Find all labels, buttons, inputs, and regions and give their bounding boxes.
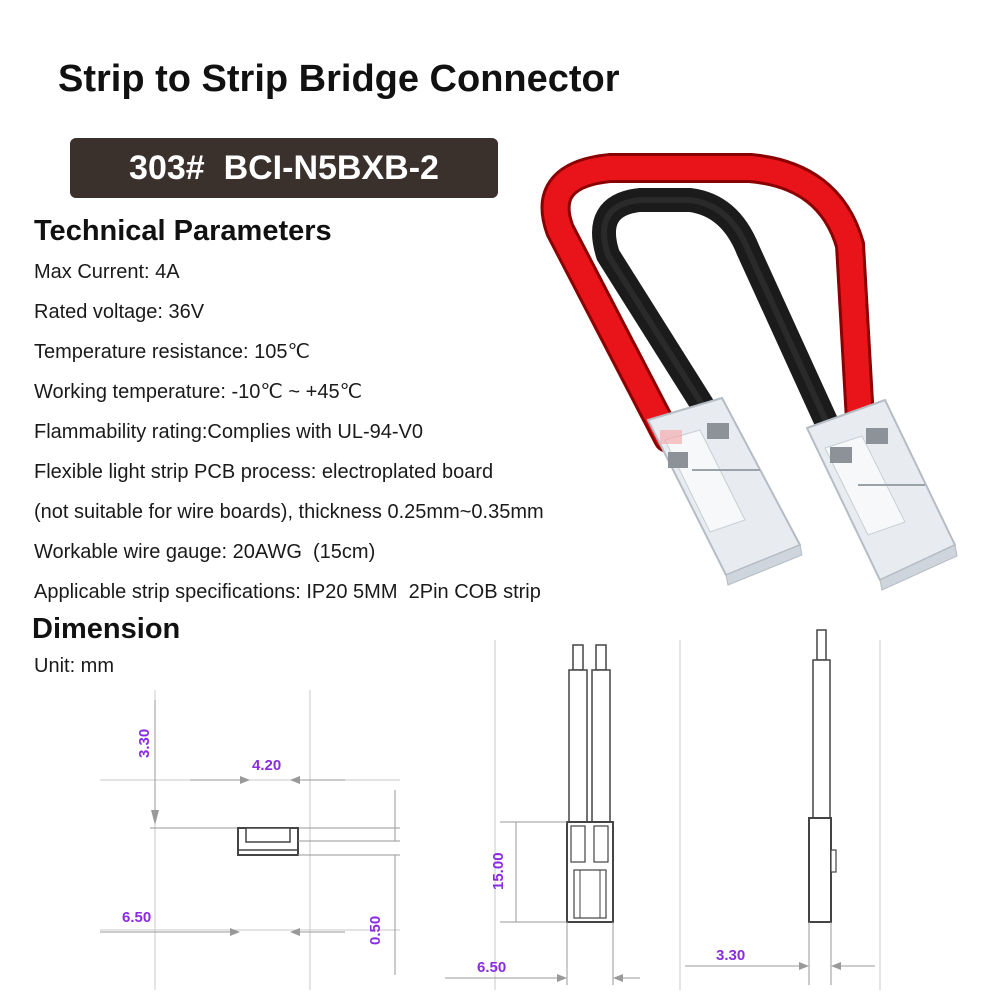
param-flammability: Flammability rating:Complies with UL-94-…: [34, 421, 424, 443]
model-badge: 303# BCI-N5BXB-2: [70, 138, 498, 198]
param-working-temperature: Working temperature: -10℃ ~ +45℃: [34, 381, 363, 403]
param-pcb-thickness: (not suitable for wire boards), thicknes…: [34, 501, 544, 523]
unit-label: Unit: mm: [34, 655, 114, 677]
dim-label-slot-width: 4.20: [252, 757, 281, 774]
parameters-list: Max Current: 4A Rated voltage: 36V Tempe…: [34, 252, 544, 612]
dim-label-front-width: 6.50: [477, 959, 506, 976]
construction-lines: [100, 640, 881, 990]
param-pcb-process: Flexible light strip PCB process: electr…: [34, 461, 494, 483]
dim-label-side-thickness: 3.30: [716, 947, 745, 964]
page-title: Strip to Strip Bridge Connector: [58, 58, 620, 100]
dimension-heading: Dimension: [32, 613, 181, 645]
param-temperature-resistance: Temperature resistance: 105℃: [34, 341, 310, 363]
param-rated-voltage: Rated voltage: 36V: [34, 301, 205, 323]
param-max-current: Max Current: 4A: [34, 261, 180, 283]
left-connector: [646, 396, 803, 586]
dim-label-base-thickness: 0.50: [367, 916, 384, 945]
dim-label-body-length: 15.00: [490, 852, 507, 890]
param-wire-gauge: Workable wire gauge: 20AWG (15cm): [34, 541, 376, 563]
end-view-drawing: [100, 700, 400, 975]
front-view-drawing: [445, 644, 640, 985]
dim-label-end-height: 3.30: [136, 729, 153, 758]
side-view-drawing: [685, 629, 875, 985]
dim-label-end-width: 6.50: [122, 909, 151, 926]
param-strip-spec: Applicable strip specifications: IP20 5M…: [34, 581, 541, 603]
right-connector: [805, 398, 958, 591]
technical-parameters-heading: Technical Parameters: [34, 215, 332, 247]
